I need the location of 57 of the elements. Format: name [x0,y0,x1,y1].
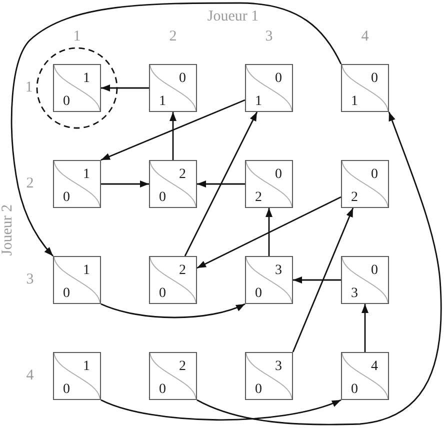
arrow [292,208,354,352]
payoff-value: 0 [255,287,262,301]
payoff-value: 4 [371,360,378,374]
payoff-value: 1 [83,360,90,374]
payoff-value: 0 [255,383,262,397]
arrow [197,180,245,188]
column-number: 3 [265,30,273,44]
arrow [266,208,272,256]
payoff-value: 1 [83,264,90,278]
payoff-value: 1 [159,95,166,109]
payoff-value: 3 [275,264,282,278]
arrow [100,303,246,318]
row-number: 4 [26,368,34,384]
arrow [101,84,149,92]
arrow [100,99,246,161]
arrow [101,180,149,188]
payoff-value: 3 [275,360,282,374]
payoff-value: 0 [371,168,378,182]
payoff-value: 0 [159,383,166,397]
payoff-value: 0 [63,95,70,109]
payoff-value: 2 [179,264,186,278]
row-number: 1 [25,80,33,96]
payoff-value: 0 [275,168,282,182]
payoff-value: 0 [351,383,358,397]
axis-title: Joueur 1 [207,10,259,24]
payoff-value: 0 [63,383,70,397]
payoff-value: 0 [63,191,70,205]
payoff-value: 1 [83,72,90,86]
row-number: 3 [26,272,34,288]
arrow [293,276,341,284]
payoff-value: 1 [83,168,90,182]
arrow [10,2,342,256]
column-number: 1 [73,30,81,44]
payoff-value: 0 [159,287,166,301]
arrow [184,112,258,256]
payoff-value: 1 [255,95,262,109]
row-number: 2 [26,176,34,192]
payoff-value: 2 [179,168,186,182]
payoff-value: 0 [63,287,70,301]
column-number: 4 [361,30,369,44]
axis-title: Joueur 2 [0,204,16,256]
arrow [196,196,342,269]
payoff-value: 3 [351,287,358,301]
payoff-value: 0 [159,191,166,205]
arrow [100,399,342,421]
arrow [170,112,176,160]
column-number: 2 [169,30,177,44]
arrow [362,304,368,352]
payoff-value: 1 [351,95,358,109]
payoff-value: 0 [179,72,186,86]
payoff-value: 0 [371,72,378,86]
payoff-value: 2 [255,191,262,205]
payoff-value: 2 [179,360,186,374]
payoff-value: 0 [275,72,282,86]
arrow [196,112,442,426]
payoff-value: 2 [351,191,358,205]
payoff-value: 0 [371,264,378,278]
